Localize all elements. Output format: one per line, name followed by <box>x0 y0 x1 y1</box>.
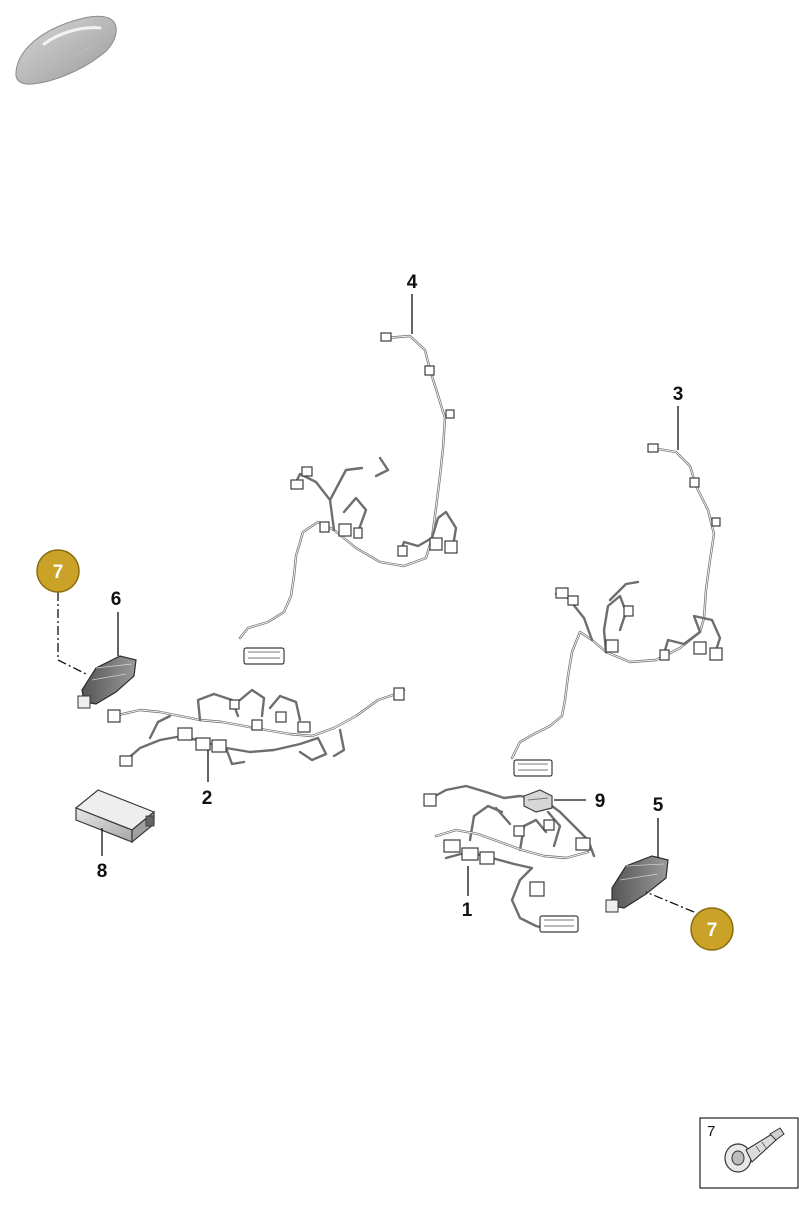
callout-6: 6 <box>111 589 122 610</box>
connector-9 <box>523 789 553 813</box>
callout-4: 4 <box>407 272 418 293</box>
inset-label: 7 <box>707 1123 715 1140</box>
wiring-harness-1 <box>423 784 596 933</box>
rivet-clip-icon <box>724 1127 785 1173</box>
callout-3: 3 <box>673 384 684 405</box>
leader-lines <box>57 294 695 913</box>
callout-9: 9 <box>595 791 606 812</box>
callout-7-right: 7 <box>707 920 718 941</box>
inset-part-7[interactable]: 7 <box>699 1117 799 1189</box>
callout-7-left-badge[interactable]: 7 <box>36 549 80 593</box>
callout-7-right-badge[interactable]: 7 <box>690 907 734 951</box>
car-silhouette-icon <box>15 15 117 85</box>
callout-2: 2 <box>202 788 213 809</box>
callout-1: 1 <box>462 900 473 921</box>
callout-7-left: 7 <box>53 562 64 583</box>
control-module-5 <box>605 855 669 913</box>
wiring-harness-2 <box>107 687 406 767</box>
control-unit-8 <box>74 789 156 844</box>
callout-8: 8 <box>97 861 108 882</box>
wiring-harness-4 <box>238 332 458 665</box>
callout-5: 5 <box>653 795 664 816</box>
control-module-6 <box>77 655 137 709</box>
wiring-harness-3 <box>510 443 723 777</box>
